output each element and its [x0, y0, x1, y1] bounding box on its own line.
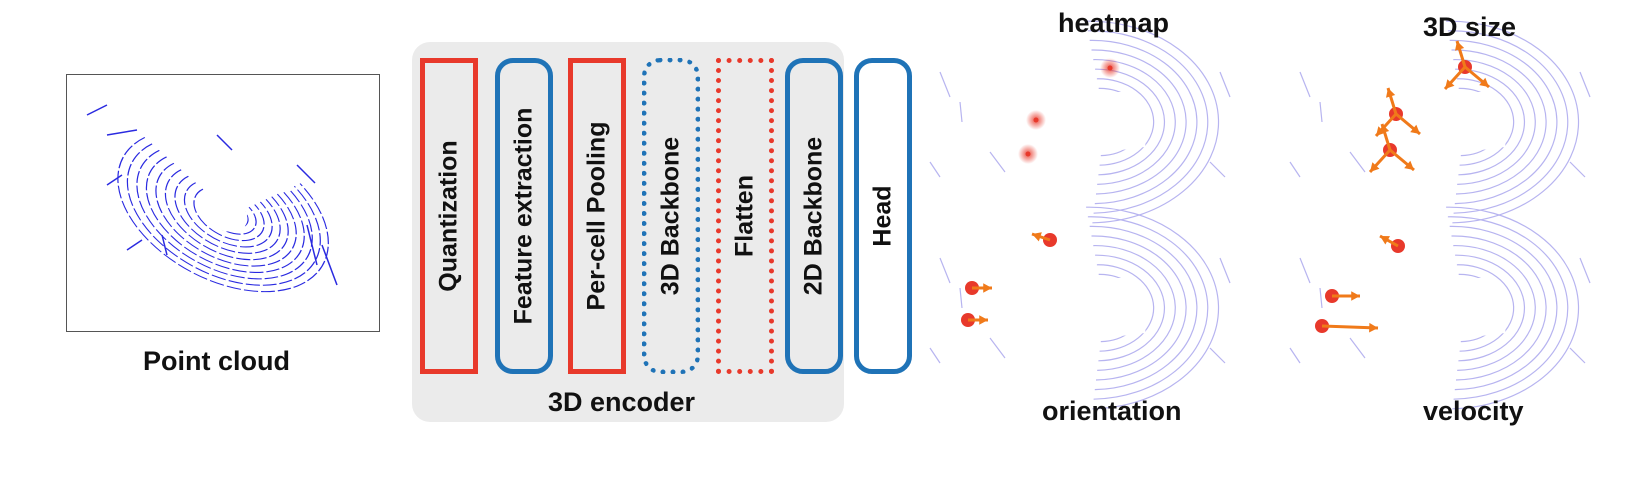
block-per-cell-pooling: Per-cell Pooling: [568, 58, 626, 374]
point-cloud-image: [86, 104, 338, 293]
orientation-panel: [929, 206, 1231, 410]
block-per-cell-pooling-label: Per-cell Pooling: [582, 121, 611, 311]
size-label: 3D size: [1423, 12, 1517, 42]
block-feature-extraction: Feature extraction: [495, 58, 553, 374]
scan-rings: [1070, 206, 1220, 410]
block-3d-backbone-label: 3D Backbone: [656, 136, 685, 296]
velocity-arrow: [1321, 324, 1379, 330]
velocity-label: velocity: [1423, 396, 1524, 426]
encoder-label: 3D encoder: [548, 387, 696, 417]
block-head-label: Head: [868, 185, 897, 247]
point-cloud-label: Point cloud: [143, 346, 290, 376]
point-cloud-frame: [66, 74, 380, 332]
block-head: Head: [854, 58, 912, 374]
scan-rings: [1430, 20, 1580, 224]
scan-rings: [117, 136, 329, 293]
block-quantization: Quantization: [420, 58, 478, 374]
velocity-panel: [1289, 206, 1591, 410]
scan-rings: [1430, 206, 1580, 410]
block-flatten: Flatten: [716, 58, 774, 374]
block-3d-backbone: 3D Backbone: [642, 58, 700, 374]
orientation-label: orientation: [1042, 396, 1182, 426]
scan-rings: [1070, 20, 1220, 224]
block-2d-backbone-label: 2D Backbone: [799, 136, 828, 296]
heatmap-label: heatmap: [1058, 8, 1170, 38]
size-panel: [1289, 20, 1591, 224]
block-feature-extraction-label: Feature extraction: [509, 107, 538, 325]
block-flatten-label: Flatten: [730, 175, 759, 257]
block-2d-backbone: 2D Backbone: [785, 58, 843, 374]
block-quantization-label: Quantization: [434, 140, 463, 292]
heatmap-panel: [929, 20, 1231, 224]
